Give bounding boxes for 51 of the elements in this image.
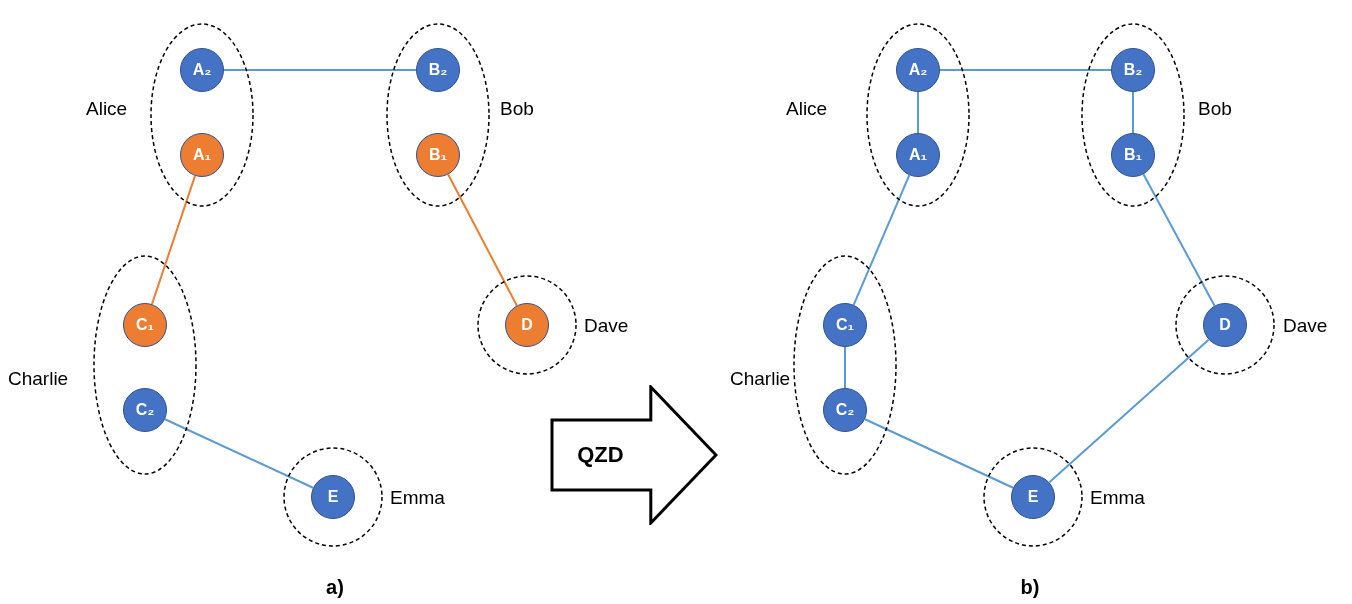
- group-ellipse: [793, 255, 897, 475]
- node-circle: C₁: [123, 303, 167, 347]
- node-circle: E: [1011, 475, 1055, 519]
- connector-line: [163, 418, 315, 489]
- node-circle: A₂: [896, 48, 940, 92]
- group-ellipse: [150, 23, 254, 207]
- node-circle: B₁: [1111, 133, 1155, 177]
- connector-line: [863, 418, 1015, 489]
- node-circle: E: [311, 475, 355, 519]
- connector-line: [939, 69, 1112, 71]
- connector-line: [917, 91, 919, 134]
- group-outline: [1175, 275, 1275, 375]
- person-name: Emma: [390, 487, 445, 507]
- group-ellipse: [1081, 23, 1185, 207]
- connector-line: [1142, 173, 1216, 307]
- person-name: Emma: [1090, 487, 1145, 507]
- person-name: Charlie: [730, 368, 791, 388]
- group-ellipse: [866, 23, 970, 207]
- group-outline: [283, 447, 383, 547]
- node-circle: C₂: [823, 388, 867, 432]
- node-circle: D: [1203, 303, 1247, 347]
- node-circle: B₁: [416, 133, 460, 177]
- connector-line: [223, 69, 417, 71]
- node-circle: A₂: [180, 48, 224, 92]
- person-name: Bob: [1198, 98, 1232, 118]
- node-circle: C₁: [823, 303, 867, 347]
- person-name: Alice: [786, 98, 828, 118]
- person-name: Alice: [86, 98, 128, 118]
- person-name: Dave: [1283, 315, 1328, 335]
- group-outline: [983, 447, 1083, 547]
- connector-line: [852, 174, 911, 306]
- node-circle: B₂: [1111, 48, 1155, 92]
- connector-line: [1048, 338, 1210, 484]
- connector-line: [1132, 91, 1134, 134]
- connector-line: [447, 173, 518, 307]
- person-name: Charlie: [8, 368, 69, 388]
- panel-label: b): [1020, 577, 1040, 597]
- block-arrow: QZD: [550, 385, 718, 525]
- node-circle: D: [505, 303, 549, 347]
- node-circle: A₁: [896, 133, 940, 177]
- node-circle: C₂: [123, 388, 167, 432]
- person-name: Dave: [584, 315, 629, 335]
- group-ellipse: [93, 255, 197, 475]
- panel-label: a): [326, 577, 344, 597]
- group-ellipse: [386, 23, 490, 207]
- connector-line: [151, 174, 196, 306]
- connector-line: [844, 346, 846, 389]
- node-circle: A₁: [180, 133, 224, 177]
- group-outline: [477, 275, 577, 375]
- person-name: Bob: [500, 98, 534, 118]
- node-circle: B₂: [416, 48, 460, 92]
